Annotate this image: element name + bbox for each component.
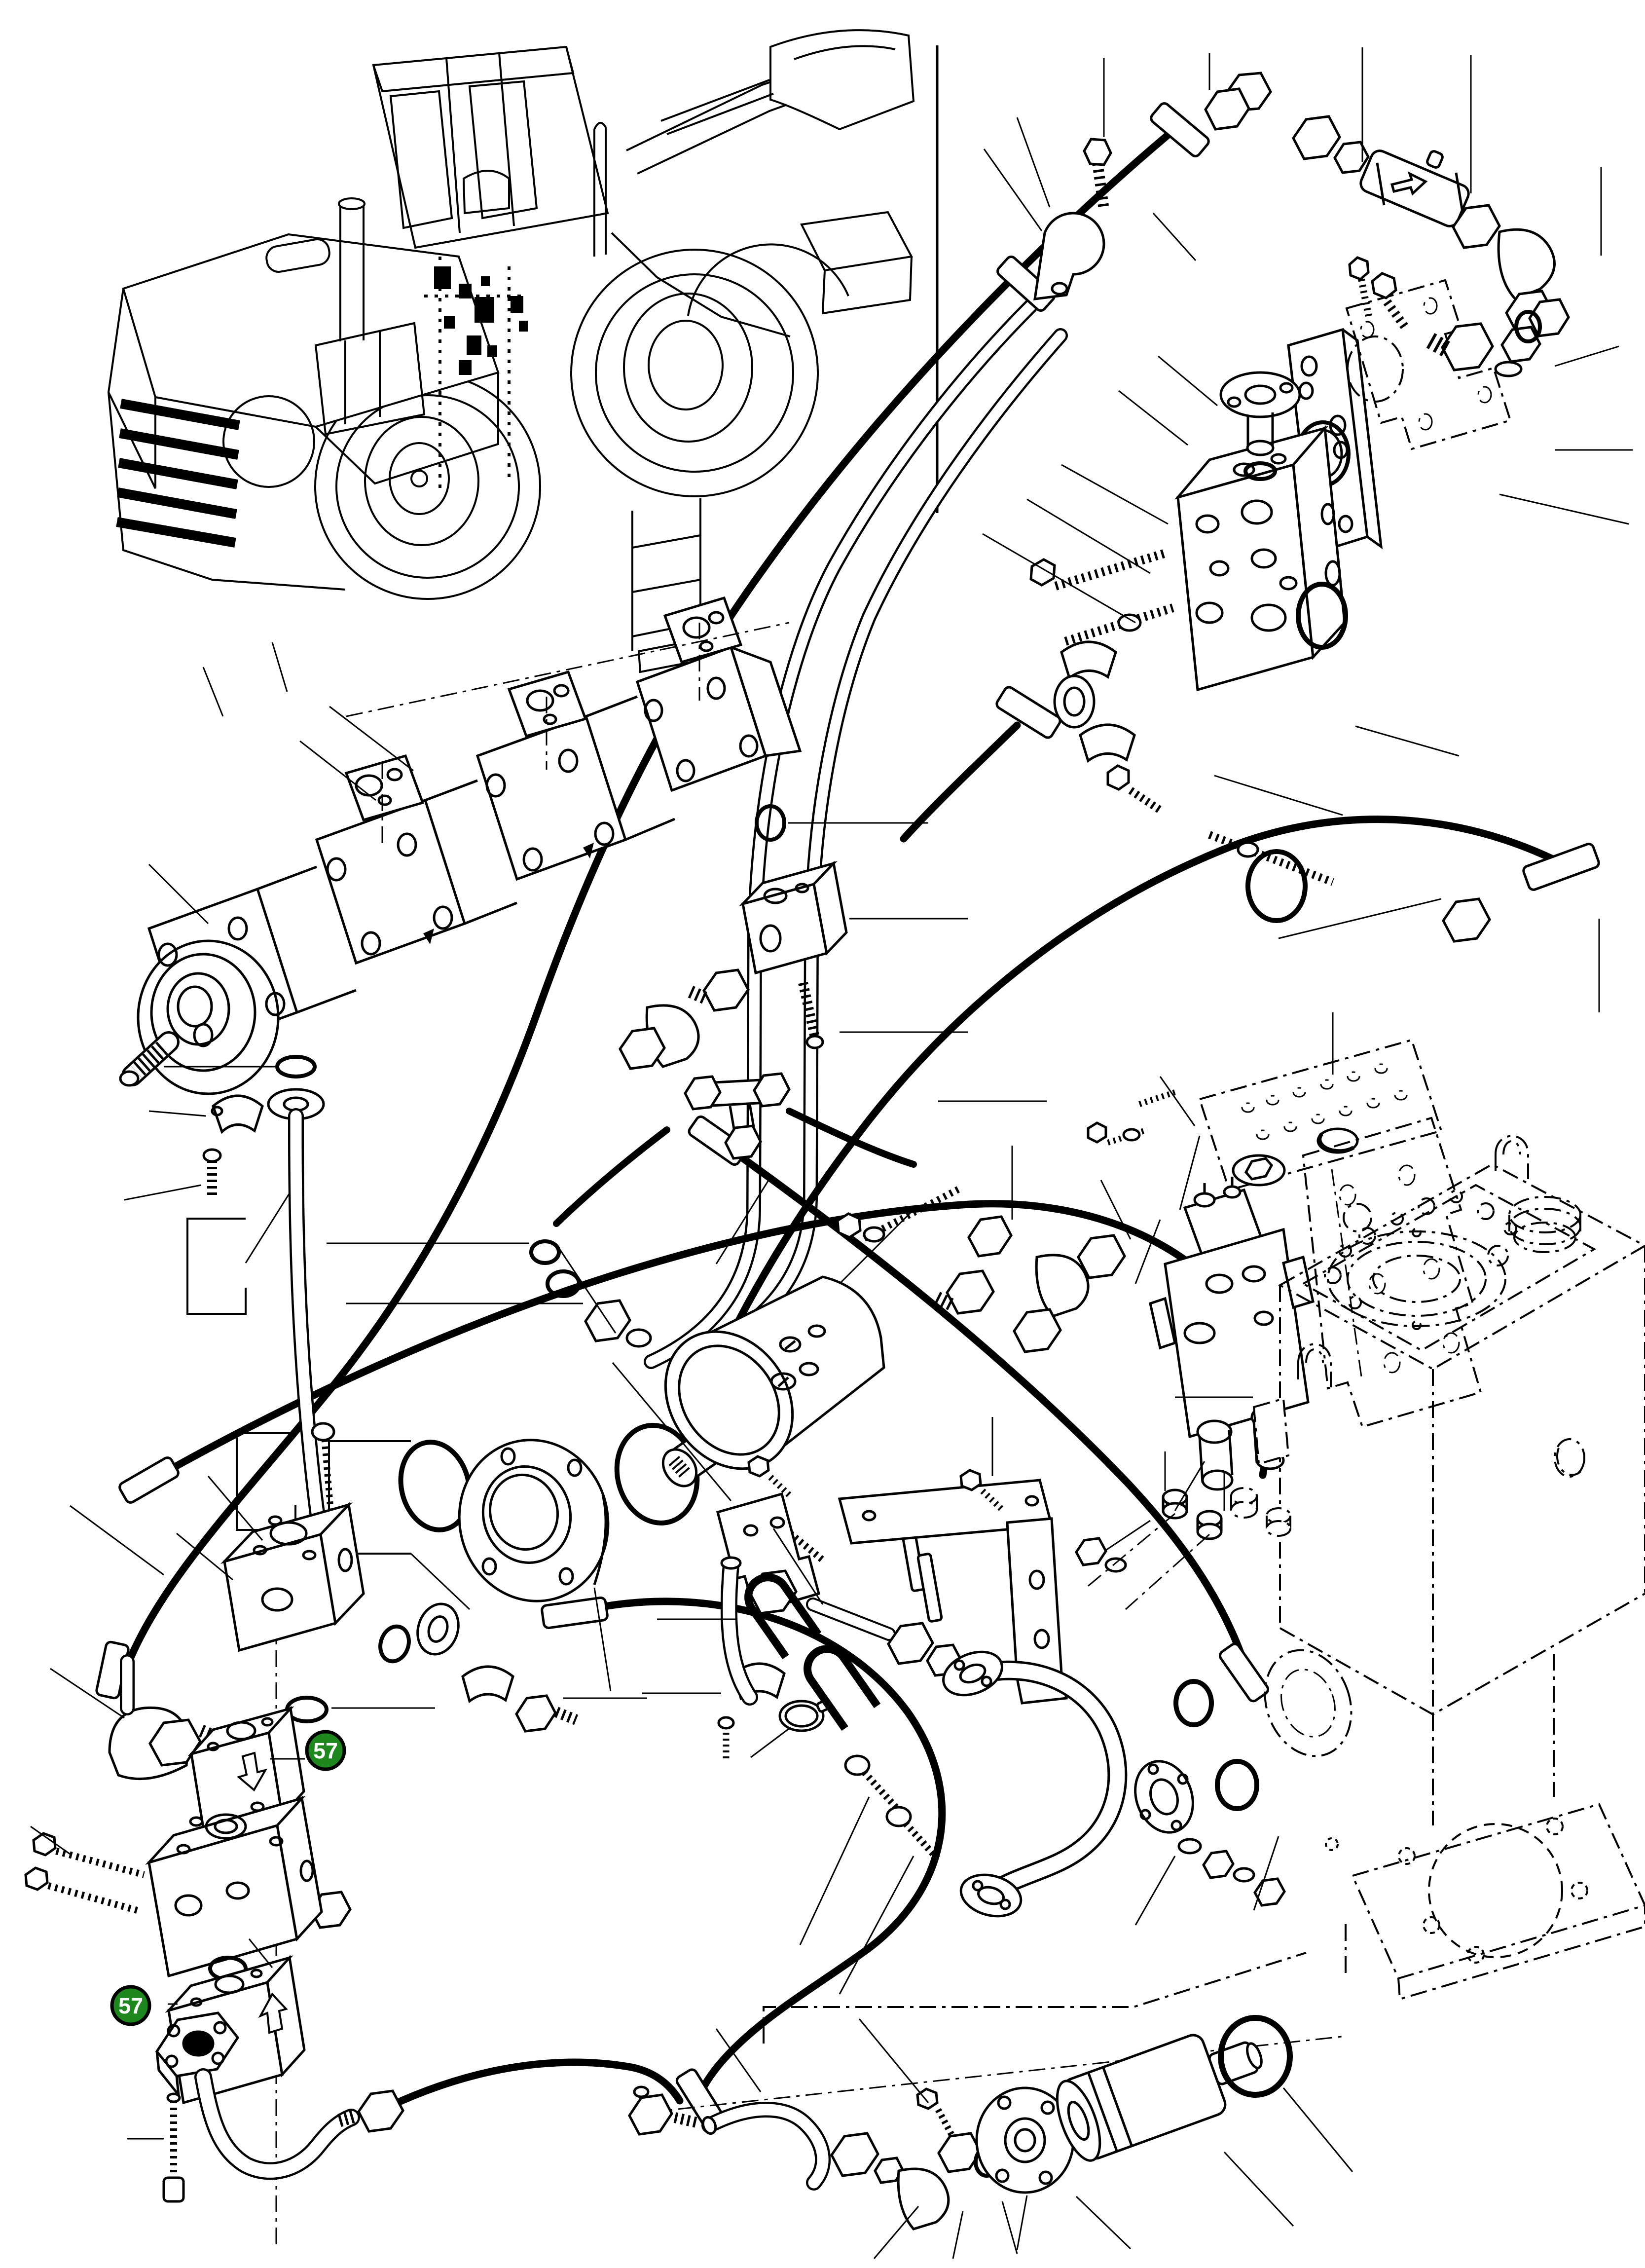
washer — [863, 1226, 885, 1243]
union-nut — [830, 2132, 879, 2177]
bottom-flange-pipe-group — [155, 2011, 404, 2203]
machine-overview — [107, 29, 915, 673]
union-nut — [357, 2089, 404, 2133]
union-nut — [1292, 115, 1341, 160]
manifold-block — [1174, 425, 1346, 692]
pilot-valve-body — [1149, 1177, 1315, 1491]
hose-flange-washer — [416, 1602, 460, 1656]
adapter-fitting — [1500, 326, 1541, 363]
o-ring — [529, 1239, 561, 1265]
union-nut — [1013, 1308, 1062, 1353]
elbow-fitting — [1035, 1254, 1090, 1318]
callout-label: 57 — [118, 1993, 143, 2018]
inline-check-valve — [1359, 149, 1470, 227]
bolt-head — [1083, 138, 1112, 166]
gear-pump-assembly — [119, 596, 848, 1095]
washer — [1104, 1557, 1127, 1573]
u-bolt — [744, 1573, 822, 1660]
o-ring — [755, 804, 786, 842]
washer — [1233, 1867, 1255, 1883]
pipe-clamp-half — [461, 1665, 514, 1704]
check-valve-arrow-icon — [1390, 171, 1428, 196]
union-nut — [1077, 1234, 1126, 1279]
callout-balloon-57-b[interactable]: 57 — [110, 1985, 151, 2026]
callout-label: 57 — [313, 1738, 338, 1763]
split-flange-half — [1060, 640, 1117, 680]
split-flange-half — [1079, 723, 1136, 763]
washer — [625, 1328, 652, 1348]
o-ring — [378, 1624, 411, 1664]
tank-filler-cap — [1508, 1196, 1581, 1253]
o-ring — [546, 1269, 581, 1298]
tank-bottom-plate — [1325, 1803, 1645, 2001]
washer — [1237, 841, 1259, 858]
o-ring — [1218, 2015, 1293, 2098]
elbow-fitting — [897, 2167, 950, 2231]
fan-motor-body — [664, 1275, 885, 1470]
o-ring — [275, 1055, 317, 1078]
union-nut — [1204, 87, 1250, 131]
flow-arrow-up-icon — [258, 1992, 288, 2034]
washer — [1177, 1838, 1202, 1855]
o-ring — [1173, 1679, 1214, 1727]
left-pipe-clamp-group — [202, 1055, 328, 1540]
strainer-group — [628, 1924, 1347, 2231]
washer — [1117, 613, 1142, 632]
top-right-piping-group — [900, 72, 1570, 923]
flow-arrow-down-icon — [236, 1751, 268, 1792]
piping-location-highlight — [434, 266, 528, 375]
hose-clamp — [1033, 212, 1105, 300]
hydraulic-tank-phantom — [1230, 1135, 1645, 1825]
motor-mounting-flange — [458, 1439, 610, 1602]
union-nut — [1442, 897, 1491, 943]
o-ring — [1215, 1759, 1259, 1811]
elbow-fitting — [1497, 228, 1556, 300]
callout-balloon-57-a[interactable]: 57 — [305, 1730, 346, 1771]
bracket-ubolt-group — [716, 1455, 1223, 1862]
u-bolt — [804, 1645, 881, 1731]
o-ring — [1296, 582, 1348, 650]
control-valve-group — [1087, 897, 1491, 1491]
union-nut — [628, 2093, 673, 2136]
union-nut — [1452, 204, 1501, 249]
o-ring — [1245, 849, 1308, 923]
pump-fittings — [529, 968, 917, 1348]
adapter-nipple — [1333, 141, 1370, 174]
elbow-pipe-group — [942, 1649, 1353, 1918]
o-ring — [1243, 461, 1277, 481]
motor-fittings — [836, 1185, 1126, 1353]
pipe-clamp-half — [212, 1094, 264, 1134]
leader-lines — [30, 47, 1633, 2259]
union-nut — [148, 1718, 202, 1767]
